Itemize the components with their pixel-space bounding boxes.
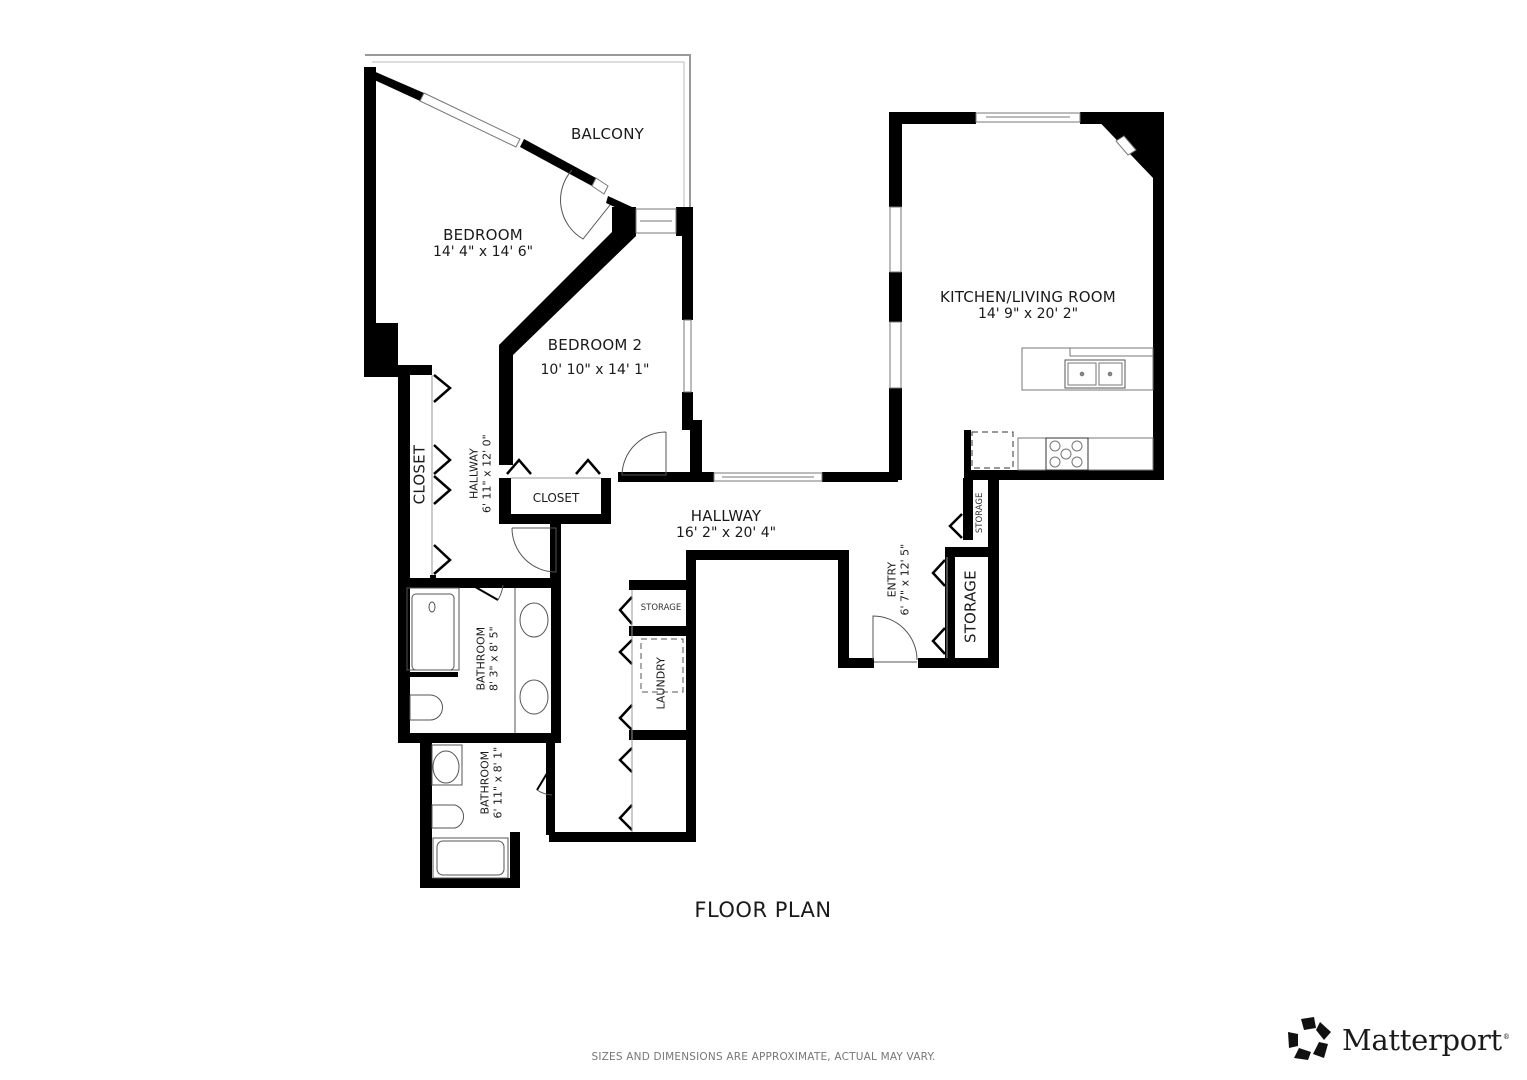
room-label-bathroom1: BATHROOM [474,626,488,691]
balcony-railing [365,54,691,210]
room-label-bathroom2: BATHROOM [478,750,492,815]
room-dims-bedroom2: 10' 10" x 14' 1" [540,362,650,379]
closet-doors [433,374,963,831]
room-label-storage-large: STORAGE [961,570,980,644]
room-label-closet-left: CLOSET [410,444,429,505]
room-label-bedroom: BEDROOM [443,226,523,244]
bathroom-fixtures [406,587,684,879]
matterport-logo-icon [1288,1017,1331,1060]
room-dims-hallway-side: 6' 11" x 12' 0" [480,434,493,513]
room-label-storage-small-right: STORAGE [975,492,986,534]
floor-plan-title: FLOOR PLAN [694,898,832,922]
room-label-storage-small-left: STORAGE [640,603,682,613]
room-dims-kitchen: 14' 9" x 20' 2" [977,306,1079,323]
kitchen-fixtures [971,347,1154,471]
windows [419,92,1081,482]
room-label-entry: ENTRY [885,561,899,598]
room-entry: ENTRY 6' 7" x 12' 5" [885,530,911,630]
room-dims-bathroom2: 6' 11" x 8' 1" [491,746,504,819]
closet-tracks [431,375,948,832]
room-dims-bedroom: 14' 4" x 14' 6" [432,244,534,261]
room-hallway-side: HALLWAY 6' 11" x 12' 0" [467,414,493,534]
room-bathroom2: BATHROOM 6' 11" x 8' 1" [478,733,504,833]
brand-name: Matterport® [1342,1023,1510,1057]
room-kitchen: KITCHEN/LIVING ROOM 14' 9" x 20' 2" [925,288,1131,323]
room-dims-entry: 6' 7" x 12' 5" [898,543,911,616]
room-label-balcony: BALCONY [571,125,644,143]
room-label-kitchen: KITCHEN/LIVING ROOM [940,288,1116,306]
walls [364,67,1164,888]
room-dims-hallway-main: 16' 2" x 20' 4" [675,525,777,542]
room-label-laundry: LAUNDRY [654,657,668,710]
room-label-bedroom2: BEDROOM 2 [547,336,643,354]
room-bedroom2: BEDROOM 2 10' 10" x 14' 1" [530,336,660,379]
door-swings [462,169,918,796]
matterport-brand: Matterport® [1286,1016,1510,1064]
disclaimer-text: SIZES AND DIMENSIONS ARE APPROXIMATE, AC… [591,1051,936,1063]
room-label-hallway-side: HALLWAY [467,448,481,499]
room-label-hallway-main: HALLWAY [690,507,762,525]
room-dims-bathroom1: 8' 3" x 8' 5" [487,626,500,691]
room-label-closet-mid: CLOSET [532,491,580,505]
room-bathroom1: BATHROOM 8' 3" x 8' 5" [474,611,500,707]
room-bedroom: BEDROOM 14' 4" x 14' 6" [420,226,546,261]
room-hallway-main: HALLWAY 16' 2" x 20' 4" [666,507,786,542]
